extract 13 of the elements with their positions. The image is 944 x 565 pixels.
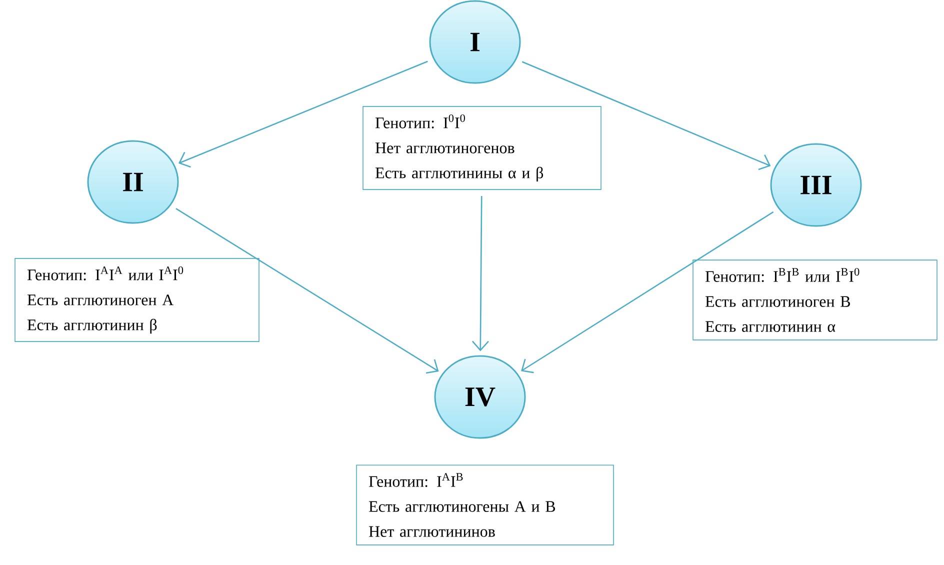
circle-node: III — [770, 143, 862, 227]
circle-node: IV — [434, 355, 526, 439]
arrow — [178, 60, 428, 168]
genotype-box: Генотип: I$^{B}$I$^{B}$ или I$^{B}$I$^{0}$ Есть агглютиноген В Есть агглютинин α — [692, 260, 938, 340]
arrow — [176, 208, 439, 374]
arrow — [472, 196, 489, 352]
arrow — [521, 211, 774, 374]
circle-node: II — [87, 140, 179, 224]
genotype-box: Генотип: I$^{0}$I$^{0}$ Нет агглютиногенов Есть агглютинины α и β — [362, 106, 602, 190]
arrow — [522, 61, 771, 170]
genotype-box: Генотип: I$^{A}$I$^{A}$ или I$^{A}$I$^{0}$ Есть агглютиноген А Есть агглютинин β — [14, 258, 260, 342]
genotype-box: Генотип: I$^{A}$I$^{B}$ Есть агглютиногены А и В Нет агглютининов — [356, 464, 614, 546]
circle-node: I — [429, 0, 521, 84]
